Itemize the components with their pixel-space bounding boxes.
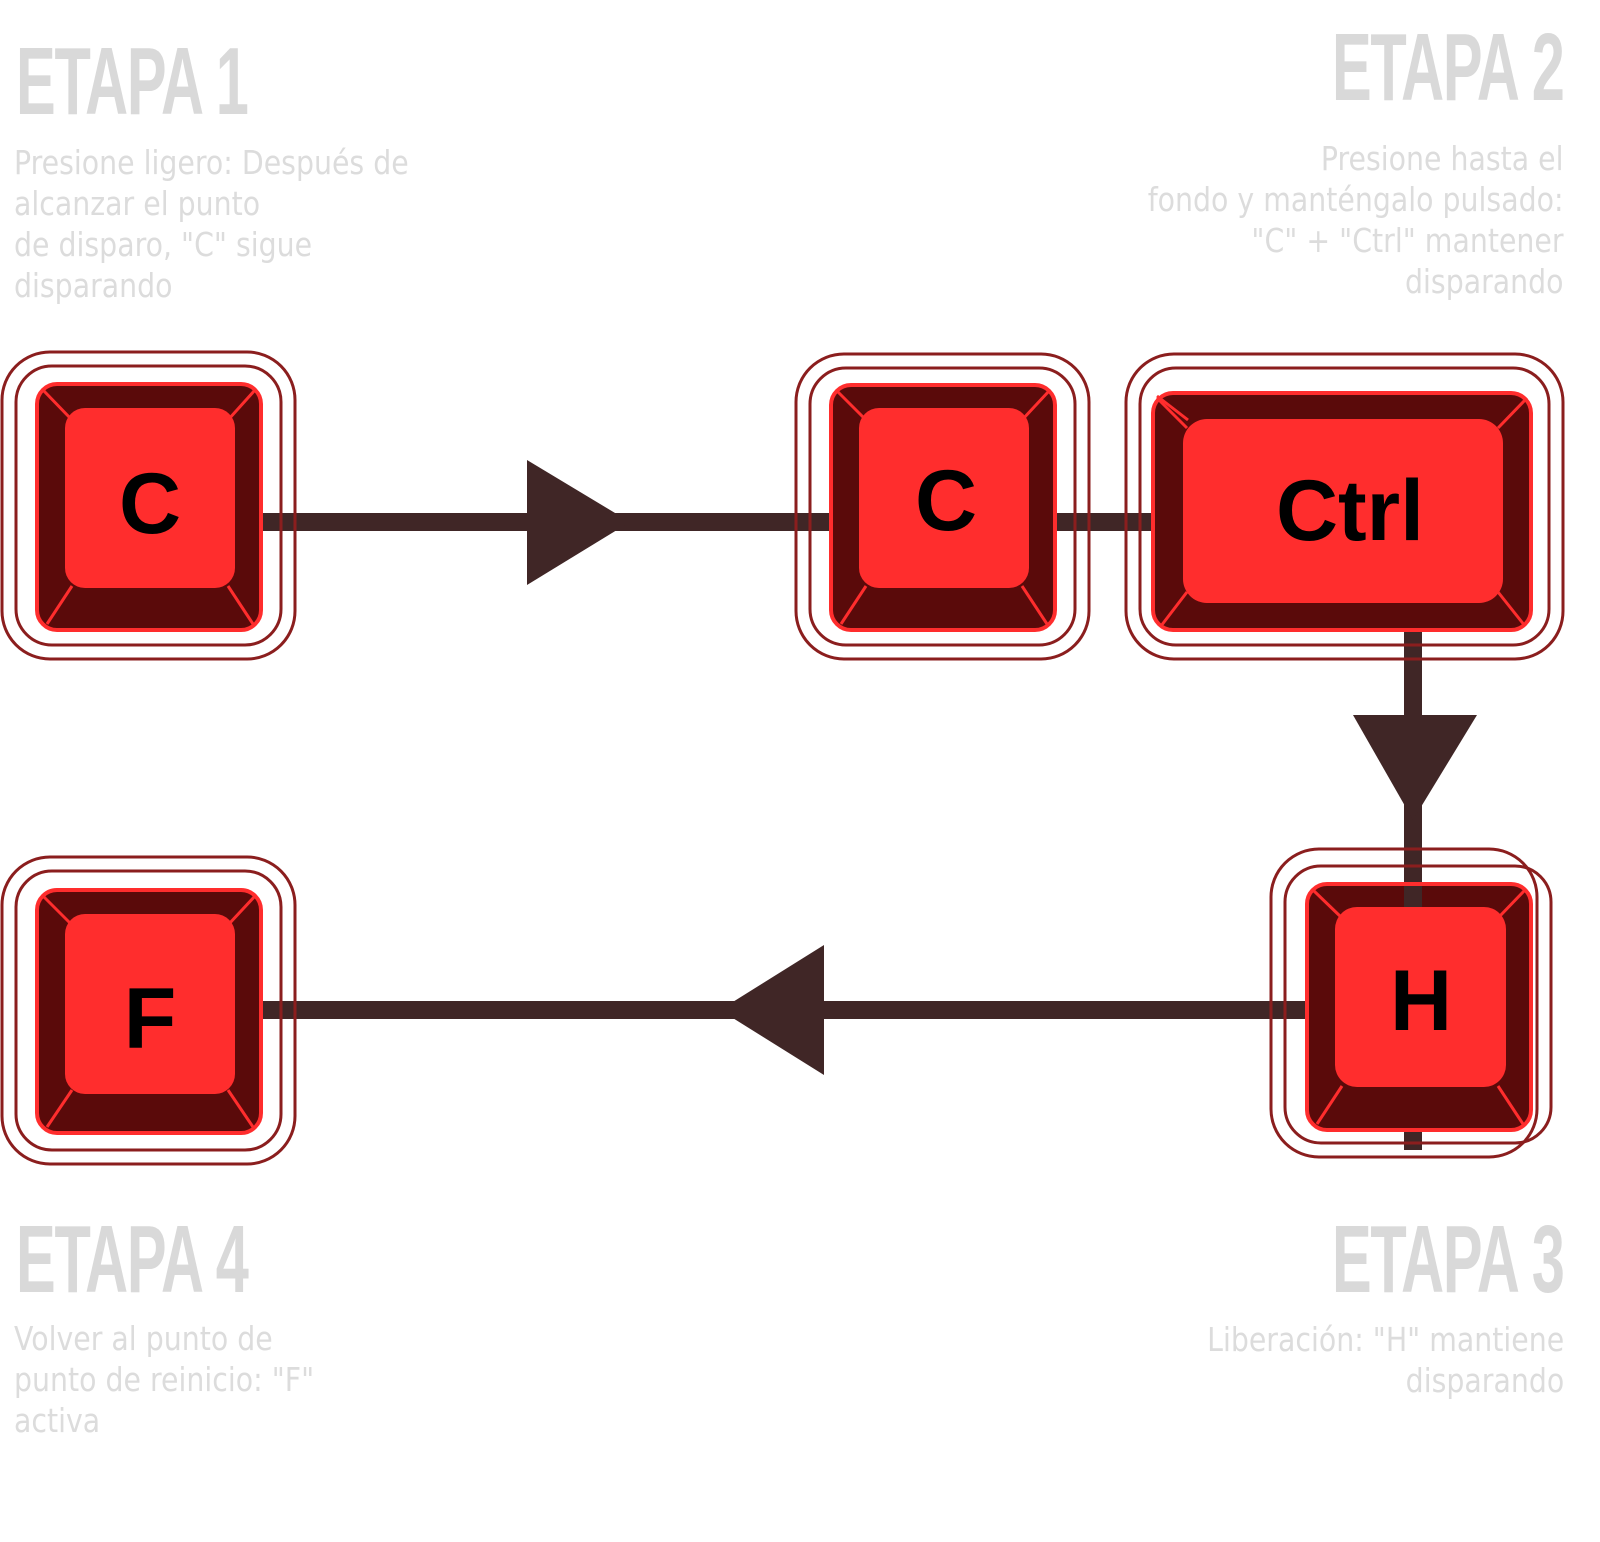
key-stage3-h: H xyxy=(1269,847,1553,1159)
stage-2-title: ETAPA 2 xyxy=(1332,14,1565,121)
stage-3-title: ETAPA 3 xyxy=(1332,1206,1565,1313)
arrow-left-icon xyxy=(720,945,824,1075)
key-stage4-label: F xyxy=(124,971,177,1067)
key-stage1-c: C xyxy=(0,350,297,661)
key-stage2-ctrl-label: Ctrl xyxy=(1276,463,1424,559)
key-stage3-label: H xyxy=(1390,953,1452,1049)
stage-2-description: Presione hasta el fondo y manténgalo pul… xyxy=(1148,139,1564,301)
arrow-right-icon xyxy=(527,460,630,585)
key-stage2-ctrl: Ctrl xyxy=(1124,352,1565,661)
key-stage1-label: C xyxy=(119,456,181,552)
key-stage4-f: F xyxy=(0,855,297,1166)
stage-1-description: Presione ligero: Después de alcanzar el … xyxy=(14,143,409,305)
key-stage2-c-label: C xyxy=(915,453,977,549)
connector-c-to-ctrl xyxy=(1056,513,1154,531)
connectors xyxy=(262,513,1422,1150)
stage-3-description: Liberación: "H" mantiene disparando xyxy=(1206,1320,1564,1400)
stage-1-title: ETAPA 1 xyxy=(16,28,249,135)
key-stage2-c: C xyxy=(794,352,1091,661)
arrow-down-icon xyxy=(1353,715,1477,820)
stage-4-description: Volver al punto de punto de reinicio: "F… xyxy=(14,1319,315,1440)
stage-4-title: ETAPA 4 xyxy=(16,1206,249,1313)
